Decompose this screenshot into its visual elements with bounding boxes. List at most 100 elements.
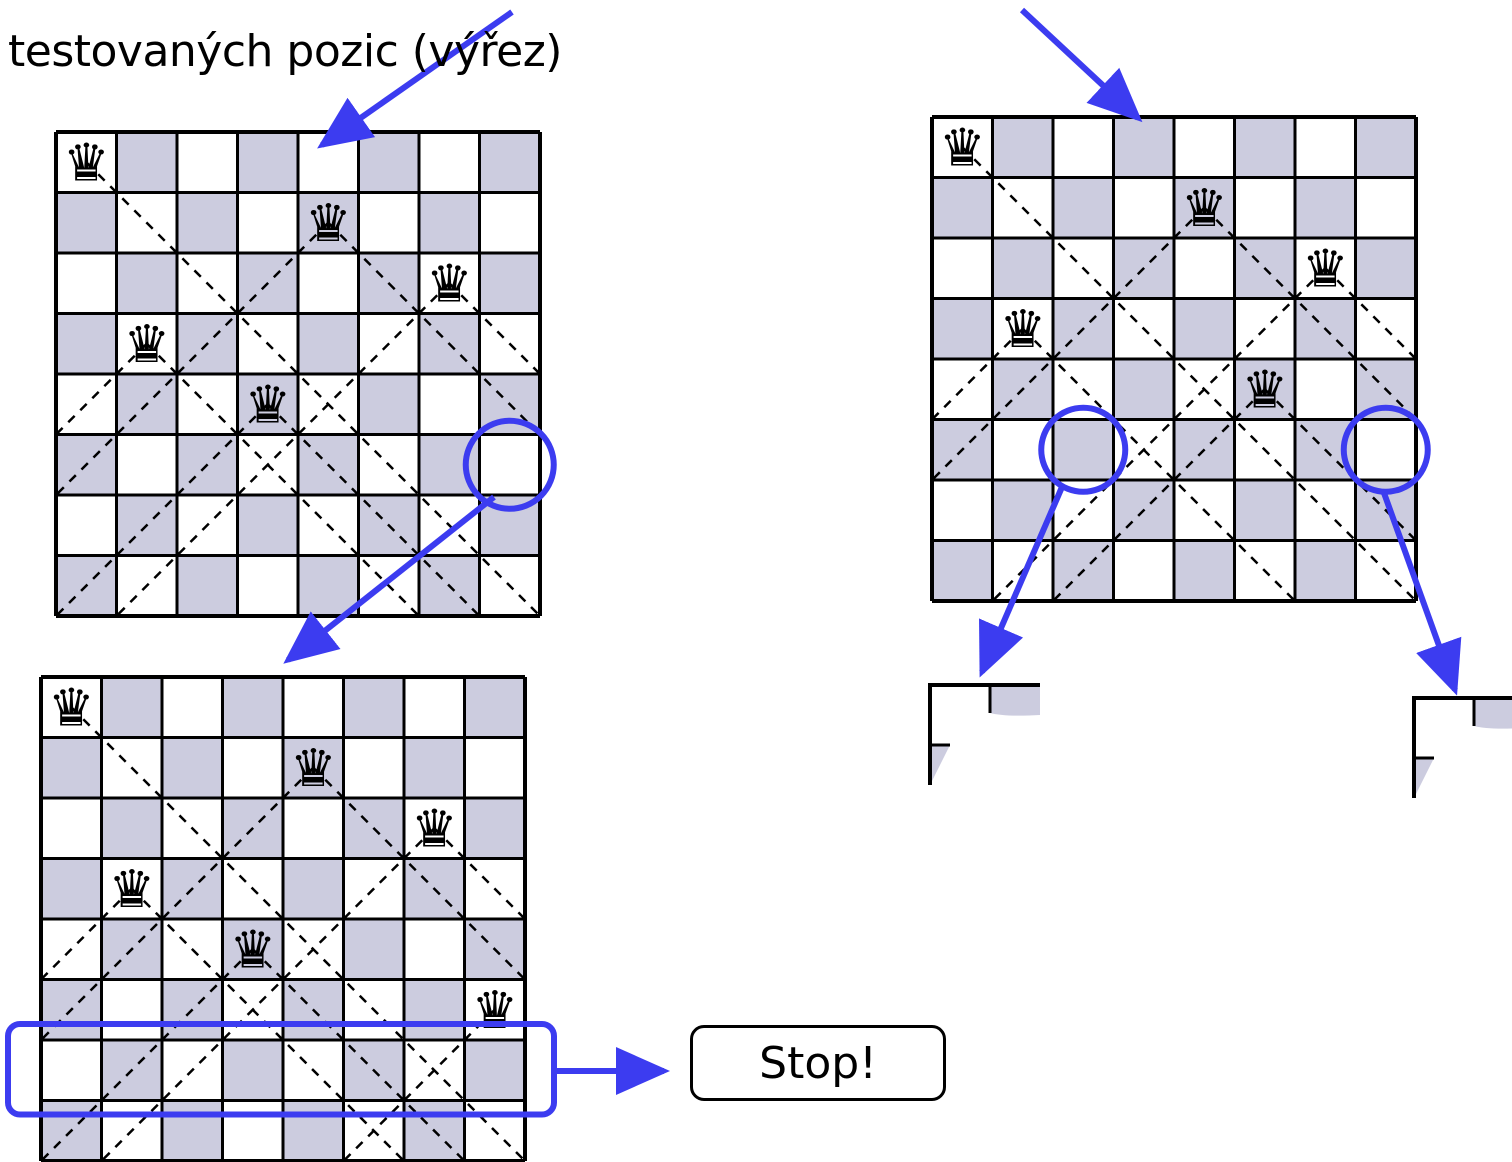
board-cell — [1113, 540, 1174, 601]
queen-piece: ♛ — [123, 315, 170, 375]
board-cell — [1174, 238, 1235, 299]
highlight-circle — [462, 417, 557, 512]
board-cell — [343, 677, 404, 738]
board-cell — [404, 979, 465, 1040]
board-cell — [479, 253, 540, 314]
board-cell — [404, 919, 465, 980]
board-cell — [222, 1100, 283, 1161]
board-cell — [343, 919, 404, 980]
pointer-arrow — [1019, 7, 1143, 123]
board-cell — [419, 192, 480, 253]
board-cell — [464, 737, 525, 798]
board-cell — [1355, 177, 1416, 238]
fragment-cell — [930, 745, 950, 785]
attack-diagonal — [55, 342, 148, 436]
attack-diagonal — [100, 827, 436, 1162]
attack-diagonal — [70, 706, 526, 1162]
fragment-cell — [1474, 698, 1512, 729]
highlight-circle — [1340, 404, 1431, 495]
board-cell — [41, 798, 102, 859]
board-cell — [464, 677, 525, 738]
queen-piece: ♛ — [108, 860, 155, 920]
fragment-edge — [928, 683, 1040, 785]
board-cell — [404, 677, 465, 738]
pointer-arrow — [317, 9, 514, 149]
board-cell — [116, 132, 177, 193]
board-top-left: ♛♛♛♛♛ — [54, 130, 542, 618]
board-cell — [283, 798, 344, 859]
board-cell — [1174, 117, 1235, 178]
board-cell — [41, 737, 102, 798]
board-cell — [358, 192, 419, 253]
attack-diagonal — [931, 327, 1024, 421]
board-cell — [41, 1040, 102, 1101]
board-cell — [1174, 298, 1235, 359]
attack-diagonal — [931, 206, 1206, 481]
attack-diagonal — [1021, 327, 1296, 602]
board-cell — [237, 495, 298, 556]
attack-diagonal — [448, 282, 541, 375]
board-cell — [1295, 359, 1356, 420]
board-cell — [177, 192, 238, 253]
board-cell — [162, 1100, 223, 1161]
board-cell — [992, 117, 1053, 178]
board-cell — [162, 677, 223, 738]
board-cell — [237, 192, 298, 253]
queen-piece: ♛ — [229, 920, 276, 980]
stop-label-box: Stop! — [690, 1025, 946, 1101]
queen-piece: ♛ — [1181, 179, 1228, 239]
fragment-cell — [1414, 758, 1434, 798]
board-fragment — [1412, 696, 1512, 798]
board-cell — [101, 677, 162, 738]
board-cell — [358, 374, 419, 435]
board-cell — [1355, 419, 1416, 480]
board-cell — [358, 132, 419, 193]
queen-piece: ♛ — [411, 799, 458, 859]
board-cell — [1295, 540, 1356, 601]
attack-diagonal — [40, 766, 315, 1041]
queen-piece: ♛ — [290, 739, 337, 799]
board-cell — [479, 132, 540, 193]
board-bottom-left: ♛♛♛♛♛♛ — [39, 675, 527, 1162]
highlight-row — [5, 1021, 557, 1118]
attack-diagonal — [1324, 267, 1417, 360]
queen-piece: ♛ — [1241, 360, 1288, 420]
queen-piece: ♛ — [48, 678, 95, 738]
board-cell — [1234, 480, 1295, 541]
pointer-arrow — [1381, 491, 1462, 696]
board-cell — [237, 132, 298, 193]
board-cell — [56, 495, 117, 556]
board-cell — [1174, 540, 1235, 601]
pointer-arrow — [979, 485, 1065, 678]
board-cell — [237, 555, 298, 616]
board-cell — [464, 1040, 525, 1101]
board-cell — [283, 677, 344, 738]
attack-diagonal — [961, 146, 1417, 602]
board-cell — [101, 979, 162, 1040]
board-cell — [162, 737, 223, 798]
attack-diagonal — [145, 342, 420, 617]
overlay-layer — [5, 7, 1512, 1118]
board-cell — [298, 253, 359, 314]
attack-lines — [55, 161, 541, 617]
highlight-circle — [1038, 404, 1129, 495]
board-cell — [932, 177, 993, 238]
board-cell — [932, 298, 993, 359]
attack-diagonal — [55, 221, 330, 496]
board-cell — [1295, 177, 1356, 238]
attack-diagonal — [115, 282, 451, 617]
board-cell — [298, 555, 359, 616]
board-cell — [932, 480, 993, 541]
board-fragment — [928, 683, 1040, 785]
board-cell — [1053, 177, 1114, 238]
board-top-right: ♛♛♛♛♛ — [930, 115, 1418, 603]
board-cell — [404, 737, 465, 798]
board-cell — [222, 737, 283, 798]
board-cell — [343, 737, 404, 798]
board-cell — [222, 677, 283, 738]
board-cell — [116, 253, 177, 314]
boards-layer: ♛♛♛♛♛♛♛♛♛♛♛♛♛♛♛♛ — [39, 115, 1418, 1162]
board-cell — [56, 253, 117, 314]
page-title: testovaných pozic (výřez) — [8, 26, 562, 77]
